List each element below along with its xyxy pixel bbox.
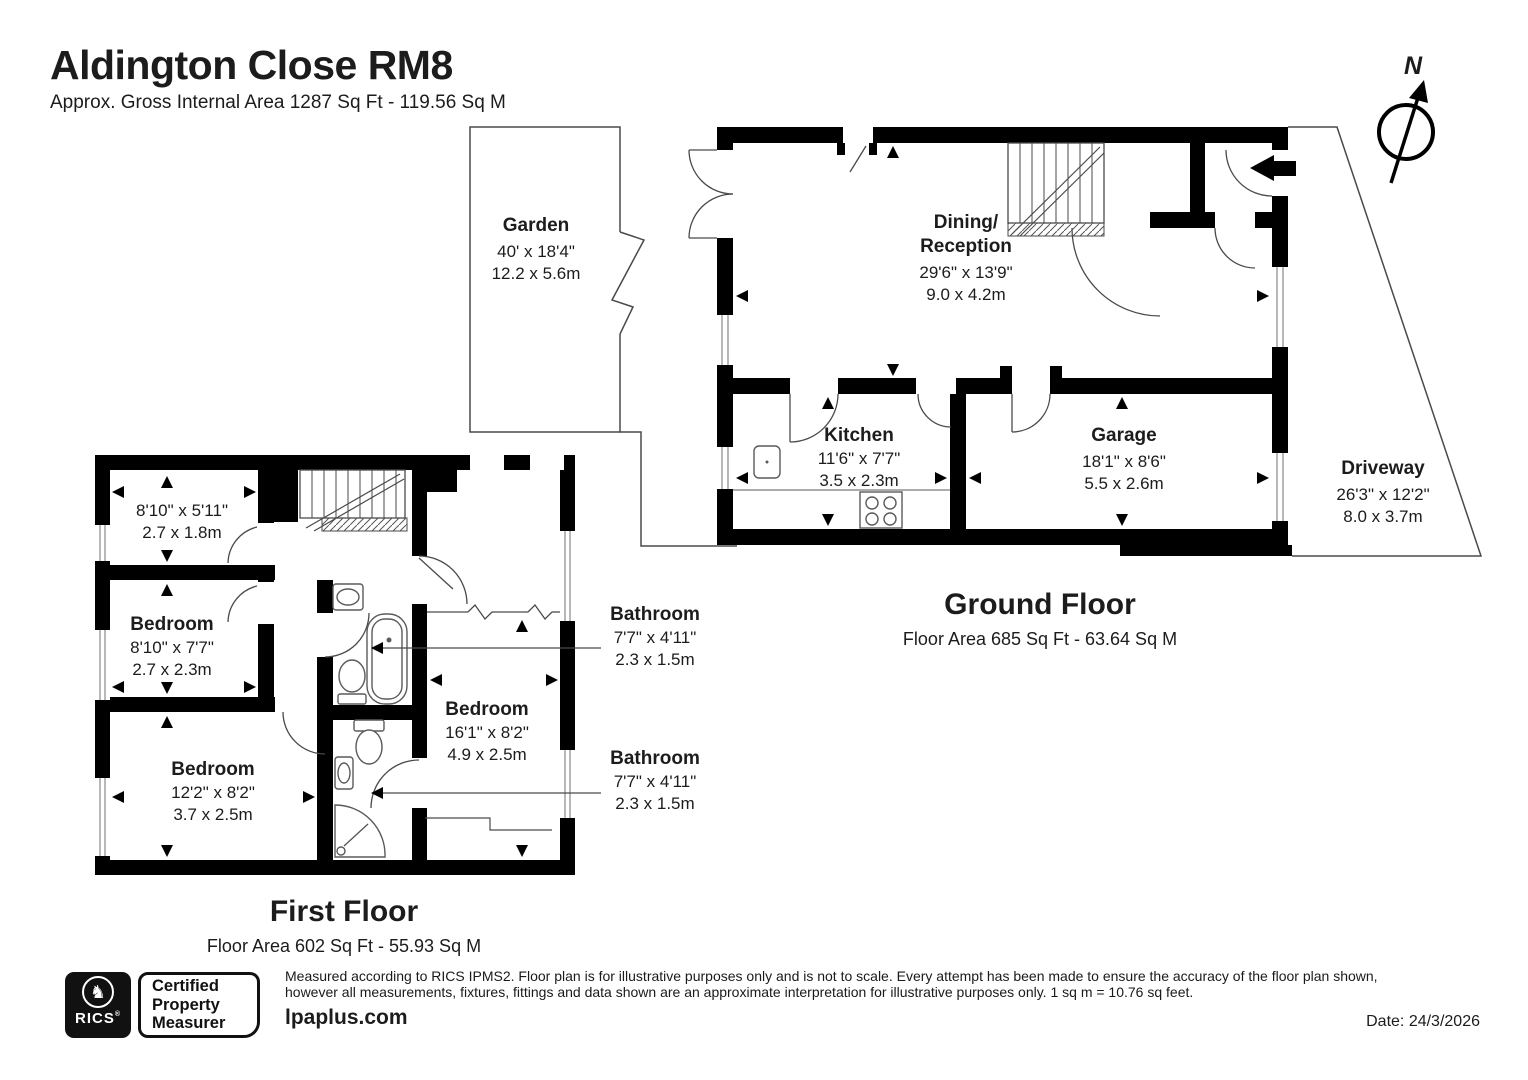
badge-line: Certified (152, 977, 219, 996)
room-name: Reception (920, 235, 1012, 257)
room-name: Driveway (1341, 458, 1425, 479)
badge-line: Measurer (152, 1014, 226, 1033)
room-label-driveway: Driveway 26'3" x 12'2" 8.0 x 3.7m (1336, 457, 1429, 529)
disclaimer-line2: however all measurements, fixtures, fitt… (285, 983, 1194, 1000)
room-label-bathroom2: Bathroom 7'7" x 4'11" 2.3 x 1.5m (610, 747, 700, 816)
website-label: lpaplus.com (285, 1006, 408, 1029)
measure-arrows-ground (736, 146, 1269, 526)
door-arc-icon (688, 145, 1273, 443)
first-floor-plan (95, 455, 601, 875)
date-label: Date: 24/3/2026 (1366, 1013, 1480, 1030)
room-dim-metric: 5.5 x 2.6m (1084, 474, 1164, 494)
room-dim-metric: 2.7 x 1.8m (142, 523, 222, 543)
ground-floor-heading: Ground Floor (944, 588, 1136, 621)
rics-label: RICS (74, 1010, 115, 1027)
ground-floor-area: Floor Area 685 Sq Ft - 63.64 Sq M (902, 629, 1178, 649)
driveway-boundary (1288, 126, 1483, 557)
room-name: Bathroom (610, 604, 700, 625)
stairs-icon (1007, 142, 1105, 237)
bathroom-leader-lines (371, 642, 601, 799)
ground-floor-plan (469, 126, 1483, 557)
first-floor-heading: First Floor (269, 895, 419, 928)
rics-lion-icon: ♞ (82, 976, 114, 1008)
room-dim-metric: 4.9 x 2.5m (447, 745, 527, 765)
break-wall (427, 603, 560, 621)
compass-north-label: N (1403, 52, 1423, 80)
badge-line: Property (152, 995, 220, 1014)
room-label-garden: Garden 40' x 18'4" 12.2 x 5.6m (492, 214, 581, 286)
room-label-bedroom1: Bedroom 8'10" x 7'7" 2.7 x 2.3m (130, 613, 214, 682)
window-icon (99, 525, 571, 856)
room-dim-imperial: 12'2" x 8'2" (171, 782, 255, 802)
room-dim-imperial: 29'6" x 13'9" (919, 262, 1013, 282)
registered-mark: ® (114, 1011, 121, 1018)
room-label-store: 8'10" x 5'11" 2.7 x 1.8m (136, 500, 228, 545)
room-name: Bathroom (610, 748, 700, 769)
room-dim-imperial: 11'6" x 7'7" (817, 448, 901, 468)
kitchen-fixtures-icon (733, 445, 950, 529)
room-dim-imperial: 8'10" x 7'7" (130, 637, 214, 657)
room-dim-imperial: 26'3" x 12'2" (1336, 484, 1430, 504)
page-subtitle: Approx. Gross Internal Area 1287 Sq Ft -… (50, 92, 506, 113)
room-dim-imperial: 8'10" x 5'11" (136, 501, 228, 520)
room-dim-imperial: 7'7" x 4'11" (613, 627, 697, 647)
room-dim-metric: 2.3 x 1.5m (615, 650, 695, 670)
compass-icon (1377, 80, 1435, 184)
room-label-kitchen: Kitchen 11'6" x 7'7" 3.5 x 2.3m (818, 424, 901, 493)
room-name: Garage (1091, 425, 1157, 446)
room-label-bedroom3: Bedroom 16'1" x 8'2" 4.9 x 2.5m (445, 698, 529, 767)
door-arc-icon (227, 526, 468, 809)
bathroom-fixtures-icon (332, 583, 408, 858)
disclaimer-text: Measured according to RICS IPMS2. Floor … (285, 968, 1510, 1000)
entrance-arrow-icon (1250, 155, 1296, 181)
rics-logo: ♞ RICS® (65, 972, 131, 1038)
room-label-garage: Garage 18'1" x 8'6" 5.5 x 2.6m (1082, 424, 1166, 496)
room-dim-imperial: 16'1" x 8'2" (445, 722, 529, 742)
room-name: Bedroom (130, 614, 214, 635)
room-dim-metric: 2.3 x 1.5m (615, 794, 695, 814)
room-dim-imperial: 18'1" x 8'6" (1082, 451, 1166, 471)
first-floor-area: Floor Area 602 Sq Ft - 55.93 Sq M (206, 936, 482, 956)
room-dim-metric: 12.2 x 5.6m (491, 264, 581, 284)
room-label-dining-reception: Dining/ Reception 29'6" x 13'9" 9.0 x 4.… (919, 211, 1012, 306)
room-dim-imperial: 40' x 18'4" (497, 241, 575, 261)
window-icon (721, 267, 1284, 521)
room-dim-metric: 2.7 x 2.3m (132, 660, 212, 680)
recess-line (425, 817, 552, 831)
measure-arrows-first (112, 476, 558, 857)
room-dim-metric: 8.0 x 3.7m (1343, 507, 1423, 527)
disclaimer-line1: Measured according to RICS IPMS2. Floor … (285, 968, 1378, 984)
room-dim-metric: 3.5 x 2.3m (819, 471, 899, 491)
room-dim-metric: 3.7 x 2.5m (173, 805, 253, 825)
stairs-icon (299, 469, 408, 532)
room-label-bedroom2: Bedroom 12'2" x 8'2" 3.7 x 2.5m (171, 758, 255, 827)
room-label-bathroom1: Bathroom 7'7" x 4'11" 2.3 x 1.5m (610, 603, 700, 672)
room-name: Bedroom (445, 699, 529, 720)
room-dim-metric: 9.0 x 4.2m (926, 284, 1006, 304)
room-name: Kitchen (824, 425, 894, 446)
room-name: Garden (502, 215, 570, 236)
certified-property-measurer-badge: Certified Property Measurer (138, 972, 260, 1038)
room-name: Bedroom (171, 759, 255, 780)
page-title: Aldington Close RM8 (50, 42, 453, 88)
room-name: Dining/ (933, 212, 999, 233)
room-dim-imperial: 7'7" x 4'11" (613, 771, 697, 791)
